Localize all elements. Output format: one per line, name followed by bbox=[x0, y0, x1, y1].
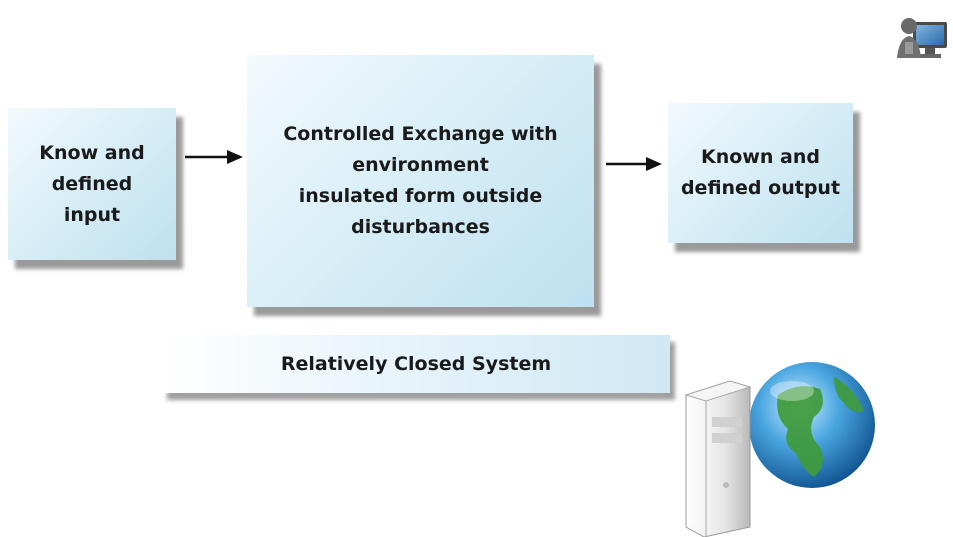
globe-server-icon bbox=[684, 362, 875, 537]
output-line-1: Known and bbox=[701, 146, 820, 168]
process-box: Controlled Exchange with environment ins… bbox=[247, 55, 594, 307]
output-box: Known and defined output bbox=[668, 103, 853, 243]
arrow-process-to-output bbox=[606, 157, 662, 171]
process-line-3: insulated form outside bbox=[298, 185, 543, 207]
output-line-2: defined output bbox=[680, 177, 841, 199]
input-line-3: input bbox=[63, 203, 121, 226]
process-line-4: disturbances bbox=[351, 216, 490, 238]
input-box: Know and defined input bbox=[8, 108, 176, 260]
arrow-input-to-process bbox=[185, 150, 243, 164]
caption-banner: Relatively Closed System bbox=[162, 335, 670, 393]
caption-text: Relatively Closed System bbox=[280, 353, 552, 375]
process-line-2: environment bbox=[352, 154, 489, 176]
input-line-1: Know and bbox=[39, 141, 145, 164]
computer-user-icon bbox=[897, 18, 947, 58]
process-line-1: Controlled Exchange with bbox=[283, 123, 558, 145]
input-line-2: defined bbox=[51, 172, 133, 195]
